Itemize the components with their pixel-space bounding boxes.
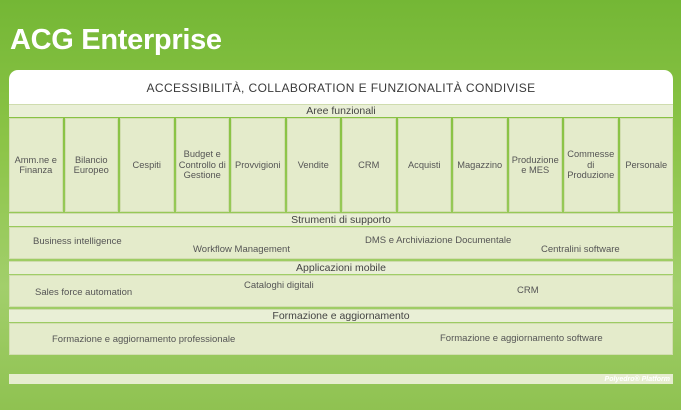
item-formazione-software: Formazione e aggiornamento software [440,333,603,344]
strumenti-row: Business intelligence Workflow Managemen… [9,227,673,259]
area-personale: Personale [619,118,673,212]
section-applicazioni-mobile: Applicazioni mobile [9,261,673,274]
item-formazione-professionale: Formazione e aggiornamento professionale [52,334,236,345]
area-amministrazione-finanza: Amm.ne e Finanza [9,118,63,212]
section-formazione: Formazione e aggiornamento [9,309,673,322]
bottom-bar [9,374,673,384]
mobile-row: Sales force automation Cataloghi digital… [9,275,673,307]
area-cespiti: Cespiti [120,118,174,212]
item-sales-force-automation: Sales force automation [35,287,133,298]
page-title: ACG Enterprise [10,24,222,56]
area-vendite: Vendite [286,118,340,212]
item-centralini-software: Centralini software [541,244,620,255]
area-crm: CRM [342,118,396,212]
areas-row: Amm.ne e Finanza Bilancio Europeo Cespit… [9,118,673,212]
area-provvigioni: Provvigioni [231,118,285,212]
item-cataloghi-digitali: Cataloghi digitali [244,280,314,291]
item-crm-mobile: CRM [517,285,539,296]
area-budget-controllo: Budget e Controllo di Gestione [175,118,229,212]
header-title: ACCESSIBILITÀ, COLLABORATION E FUNZIONAL… [146,81,536,95]
section-aree-funzionali: Aree funzionali [9,104,673,117]
formazione-row: Formazione e aggiornamento professionale… [9,323,673,355]
header-box: ACCESSIBILITÀ, COLLABORATION E FUNZIONAL… [9,70,673,104]
area-magazzino: Magazzino [453,118,507,212]
section-strumenti-supporto: Strumenti di supporto [9,213,673,226]
area-produzione-mes: Produzione e MES [508,118,562,212]
brand-logo: Polyedro® Platform [604,376,670,383]
item-workflow-management: Workflow Management [193,244,290,255]
area-commesse-produzione: Commesse di Produzione [564,118,618,212]
item-dms-archiviazione: DMS e Archiviazione Documentale [365,235,512,246]
item-business-intelligence: Business intelligence [33,236,122,247]
area-bilancio-europeo: Bilancio Europeo [64,118,118,212]
area-acquisti: Acquisti [397,118,451,212]
